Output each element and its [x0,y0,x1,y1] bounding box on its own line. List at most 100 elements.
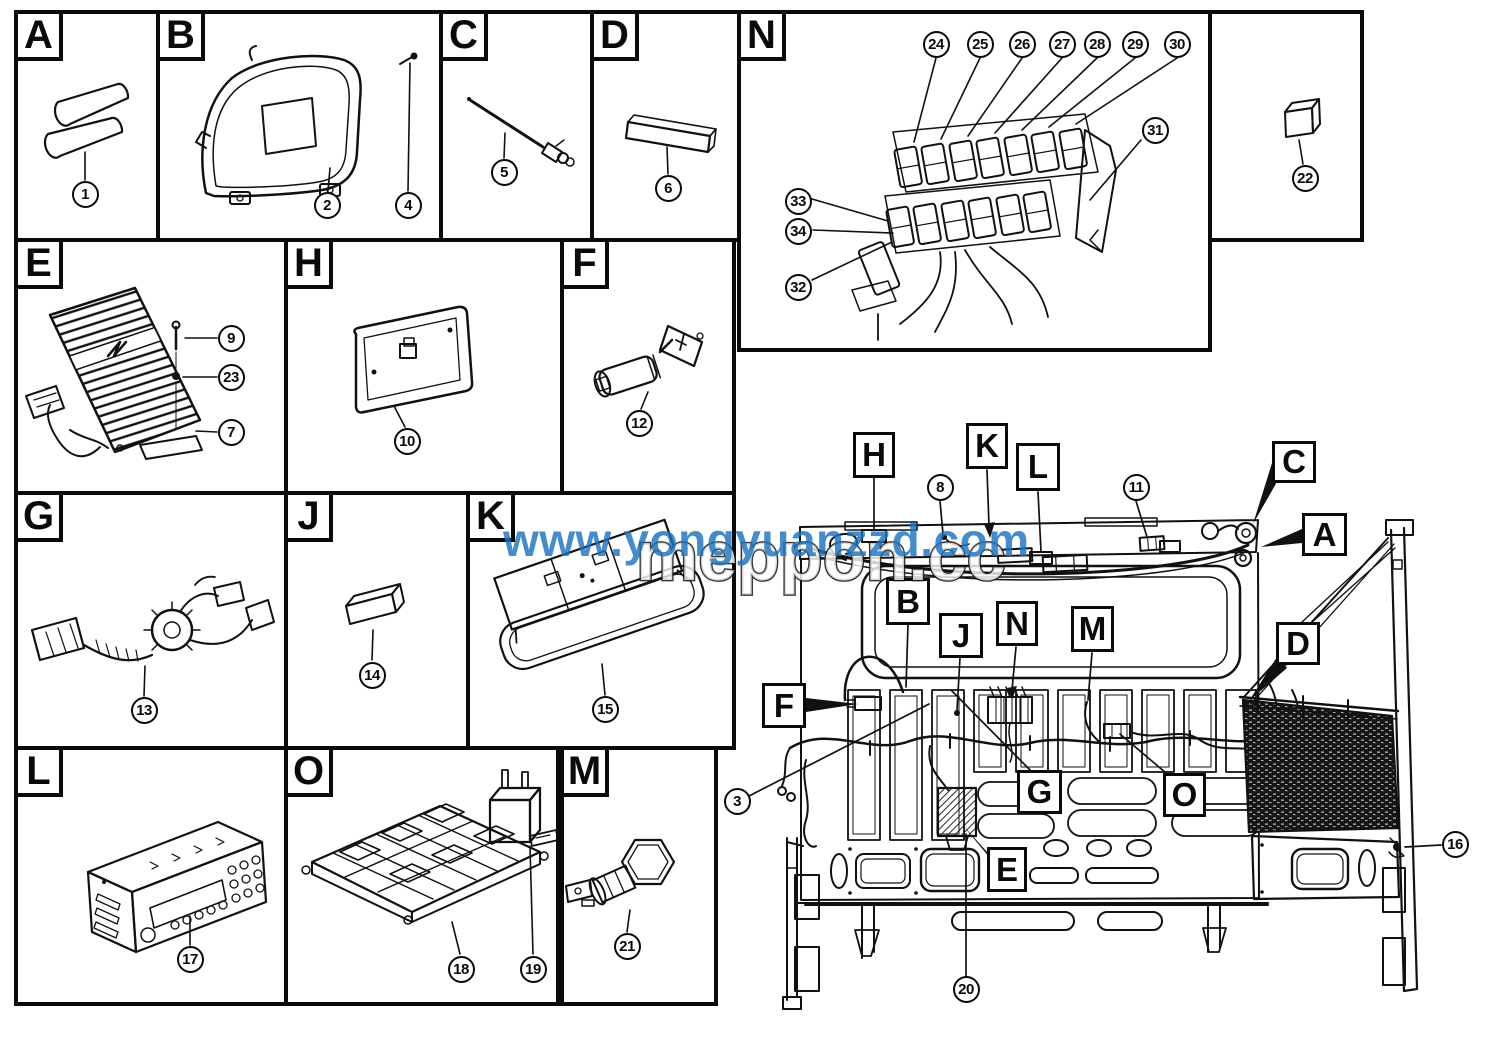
truck-label-l: L [1016,443,1060,491]
part-callout-17-text: 17 [182,950,198,968]
section-letter-f: F [560,238,609,289]
truck-label-l-text: L [1027,448,1049,485]
section-box-22 [1208,10,1364,242]
part-17-art [86,820,268,954]
part-12-art [593,324,704,410]
part-callout-5: 5 [490,158,518,186]
part-callout-6-text: 6 [664,179,672,197]
truck-callout-11-text: 11 [1128,478,1144,496]
part-callout-28-text: 28 [1089,35,1105,53]
part-callout-10: 10 [393,427,421,455]
truck-label-d: D [1276,622,1320,665]
section-letter-o-text: O [292,749,325,793]
part-callout-7: 7 [217,418,245,446]
truck-label-j-text: J [951,616,971,654]
part-10-art [353,305,474,428]
truck-label-j: J [939,613,983,658]
part-callout-19: 19 [519,955,547,983]
part-13-art [30,575,275,697]
part-callout-34-text: 34 [790,222,806,240]
section-box-o [284,746,560,1006]
part-callout-34: 34 [784,217,812,245]
part-callout-30: 30 [1163,30,1191,58]
part-15-art [493,518,705,696]
part-callout-28: 28 [1083,30,1111,58]
part-callout-24: 24 [922,30,950,58]
part-callout-19-text: 19 [525,960,541,978]
part-18-art [301,769,559,955]
part-callout-2-text: 2 [323,196,331,214]
truck-label-b: B [886,578,930,625]
part-14-art [345,583,405,661]
truck-callout-16: 16 [1441,830,1469,858]
section-letter-n-text: N [747,13,776,57]
truck-label-m-text: M [1078,610,1107,647]
part-callout-18-text: 18 [453,960,469,978]
part-callout-10-text: 10 [399,432,415,450]
part-callout-15: 15 [591,695,619,723]
part-callout-7-text: 7 [227,423,235,441]
part-6-art [624,114,717,175]
part-callout-13-text: 13 [136,701,152,719]
section-letter-n: N [737,10,786,61]
part-1-art [43,82,130,181]
part-callout-31: 31 [1141,116,1169,144]
part-callout-27: 27 [1048,30,1076,58]
truck-label-m: M [1071,606,1114,652]
part-callout-29: 29 [1121,30,1149,58]
part-callout-25: 25 [966,30,994,58]
truck-label-h-text: H [862,436,886,473]
section-letter-k-text: K [476,494,505,538]
part-callout-17: 17 [176,945,204,973]
truck-label-h: H [853,432,895,478]
truck-label-c: C [1272,441,1316,483]
truck-label-a: A [1302,513,1347,556]
truck-label-g: G [1017,770,1062,814]
part-callout-22-text: 22 [1297,169,1313,187]
part-callout-25-text: 25 [972,35,988,53]
truck-label-c-text: C [1282,443,1306,480]
part-callout-12: 12 [625,409,653,437]
truck-label-g-text: G [1026,773,1053,810]
section-letter-d: D [590,10,639,61]
part-callout-29-text: 29 [1127,35,1143,53]
truck-label-b-text: B [896,582,920,620]
section-n-art [811,57,1178,341]
part-callout-33: 33 [784,187,812,215]
part-callout-1: 1 [71,180,99,208]
part-callout-33-text: 33 [790,192,806,210]
section-box-m [560,746,718,1006]
part-callout-32: 32 [784,273,812,301]
part-22-art [1284,98,1321,165]
truck-callout-8: 8 [926,473,954,501]
part-2-art [195,45,418,205]
part-callout-27-text: 27 [1054,35,1070,53]
part-callout-14-text: 14 [364,666,380,684]
truck-label-k: K [966,423,1008,469]
section-letter-a: A [14,10,63,61]
part-7-art [25,286,218,460]
part-5-art [467,97,575,167]
section-letter-m-text: M [567,749,602,793]
part-callout-4: 4 [394,191,422,219]
section-letter-j-text: J [297,494,320,538]
part-21-art [565,838,676,933]
truck-label-f-text: F [773,686,795,724]
section-letter-l-text: L [26,749,51,793]
section-letter-k: K [466,491,515,542]
part-callout-15-text: 15 [597,700,613,718]
part-callout-14: 14 [358,661,386,689]
part-callout-30-text: 30 [1169,35,1185,53]
part-callout-21: 21 [613,932,641,960]
section-letter-b: B [156,10,205,61]
section-letter-h: H [284,238,333,289]
part-callout-31-text: 31 [1147,121,1163,139]
truck-label-e: E [987,847,1027,892]
part-callout-12-text: 12 [631,414,647,432]
section-letter-m: M [560,746,609,797]
part-callout-9-text: 9 [227,329,235,347]
truck-callout-3-text: 3 [733,792,741,810]
section-letter-c: C [439,10,488,61]
